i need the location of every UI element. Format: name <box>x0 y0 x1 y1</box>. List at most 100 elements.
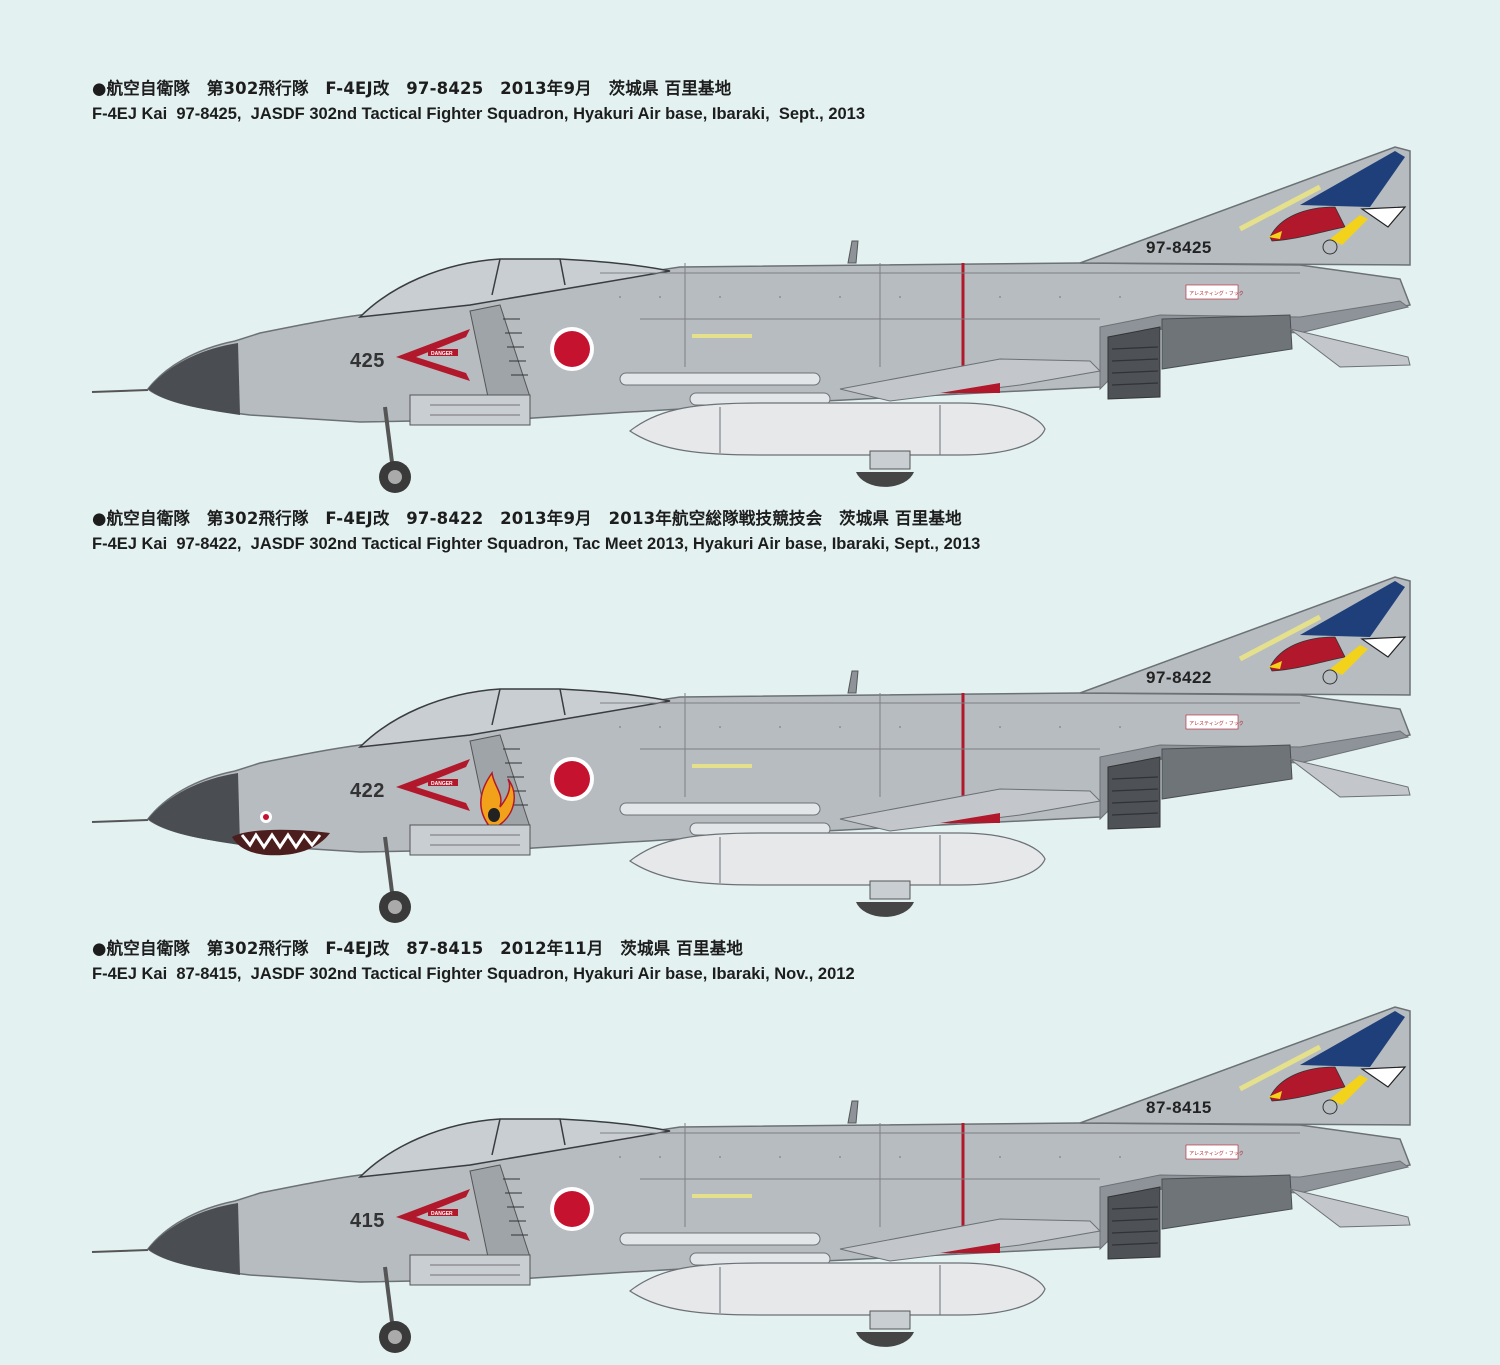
main-gear-door <box>869 450 911 470</box>
yellow-walkway-stripe <box>692 764 752 768</box>
arresting-hook-stencil <box>1185 284 1239 300</box>
tail-serial: 97-8425 <box>1146 238 1212 257</box>
wing-red-marking <box>940 813 1000 823</box>
tail-blue-stripe <box>1300 151 1405 207</box>
red-chevron <box>396 759 470 811</box>
f4ej-side-profile: 97-8422 アレスティング・フック 4 <box>91 576 1412 923</box>
intake-louvres <box>503 748 528 806</box>
caption-japanese: ●航空自衛隊 第302飛行隊 F-4EJ改 97-8425 2013年9月 茨城… <box>92 79 732 98</box>
drop-tank <box>628 832 1046 886</box>
arresting-hook-stencil <box>1185 1144 1239 1160</box>
weapon-pylon <box>409 394 531 426</box>
yellow-walkway-stripe <box>692 1194 752 1198</box>
wing-red-marking <box>940 383 1000 393</box>
nose-gear-strut <box>383 1266 394 1323</box>
arresting-hook-label: アレスティング・フック <box>1189 1150 1244 1157</box>
drop-tank <box>628 1262 1046 1316</box>
danger-label: DANGER <box>431 1211 453 1217</box>
wing-red-marking <box>940 1243 1000 1253</box>
danger-placard <box>428 1209 458 1216</box>
danger-label: DANGER <box>431 351 453 357</box>
exhaust-lines <box>1111 776 1159 816</box>
nose-modex: 425 <box>350 350 385 372</box>
intake-louvres <box>503 318 528 376</box>
hinomaru <box>554 761 590 797</box>
radome <box>148 773 240 845</box>
main-gear-wheel <box>856 472 914 487</box>
tail-yellow-bar <box>1238 614 1322 662</box>
tail-blue-stripe <box>1300 581 1405 637</box>
tail-yellow-stripe <box>1330 215 1368 245</box>
arresting-hook-stencil <box>1185 714 1239 730</box>
main-gear-door <box>869 1310 911 1330</box>
fire-emblem <box>480 771 515 828</box>
antenna <box>847 240 859 264</box>
weapon-pylon <box>409 1254 531 1286</box>
tail-serial: 87-8415 <box>1146 1098 1212 1117</box>
tail-yellow-stripe <box>1330 645 1368 675</box>
engine-exhaust <box>1107 1186 1161 1260</box>
main-gear-door <box>869 880 911 900</box>
caption-english: F-4EJ Kai 87-8415, JASDF 302nd Tactical … <box>92 965 855 983</box>
caption-block: ●航空自衛隊 第302飛行隊 F-4EJ改 97-8422 2013年9月 20… <box>92 505 980 554</box>
tail-yellow-bar <box>1238 184 1322 232</box>
pitot-probe <box>91 1249 149 1253</box>
nose-gear-strut <box>383 406 394 463</box>
stabilator <box>1289 758 1411 798</box>
danger-label: DANGER <box>431 781 453 787</box>
main-gear-wheel <box>856 902 914 917</box>
pitot-probe <box>91 819 149 823</box>
rear-engine-panel <box>1161 314 1293 370</box>
nose-modex: 415 <box>350 1210 385 1232</box>
tail-yellow-stripe <box>1330 1075 1368 1105</box>
f4ej-side-profile: 87-8415 アレスティング・フック 4 <box>91 1006 1412 1353</box>
intake-louvres <box>503 1178 528 1236</box>
aircraft-profile: ●航空自衛隊 第302飛行隊 F-4EJ改 97-8422 2013年9月 20… <box>0 505 1500 935</box>
vertical-fin <box>1079 576 1411 696</box>
caption-japanese: ●航空自衛隊 第302飛行隊 F-4EJ改 97-8422 2013年9月 20… <box>92 509 962 528</box>
nose-modex: 422 <box>350 780 385 802</box>
aircraft-profile: ●航空自衛隊 第302飛行隊 F-4EJ改 87-8415 2012年11月 茨… <box>0 935 1500 1365</box>
tail-yellow-bar <box>1238 1044 1322 1092</box>
vertical-fin <box>1079 1006 1411 1126</box>
caption-block: ●航空自衛隊 第302飛行隊 F-4EJ改 87-8415 2012年11月 茨… <box>92 935 855 984</box>
f4ej-side-profile: 97-8425 アレスティング・フック 4 <box>91 146 1412 493</box>
tail-white-chevron <box>1360 636 1407 658</box>
radome <box>148 1203 240 1275</box>
vertical-fin <box>1079 146 1411 266</box>
antenna <box>847 1100 859 1124</box>
radome <box>148 343 240 415</box>
rivets <box>619 726 1121 728</box>
missile <box>619 802 821 816</box>
rivets <box>619 296 1121 298</box>
stabilator <box>1289 328 1411 368</box>
caption-block: ●航空自衛隊 第302飛行隊 F-4EJ改 97-8425 2013年9月 茨城… <box>92 75 865 124</box>
wing <box>839 1218 1102 1262</box>
weapon-pylon <box>409 824 531 856</box>
danger-placard <box>428 779 458 786</box>
exhaust-lines <box>1111 346 1159 386</box>
caption-english: F-4EJ Kai 97-8425, JASDF 302nd Tactical … <box>92 105 866 123</box>
nose-gear-strut <box>383 836 394 893</box>
rear-engine-panel <box>1161 744 1293 800</box>
red-chevron <box>396 329 470 381</box>
rivets <box>619 1156 1121 1158</box>
tail-serial: 97-8422 <box>1146 668 1212 687</box>
tail-roundel <box>1322 669 1338 685</box>
engine-exhaust <box>1107 756 1161 830</box>
missile <box>619 1232 821 1246</box>
yellow-walkway-stripe <box>692 334 752 338</box>
tail-white-chevron <box>1360 206 1407 228</box>
tail-roundel <box>1322 1099 1338 1115</box>
engine-exhaust <box>1107 326 1161 400</box>
aircraft-profile: ●航空自衛隊 第302飛行隊 F-4EJ改 97-8425 2013年9月 茨城… <box>0 75 1500 505</box>
shark-mouth <box>232 811 330 856</box>
tail-roundel <box>1322 239 1338 255</box>
arresting-hook-label: アレスティング・フック <box>1189 290 1244 297</box>
danger-placard <box>428 349 458 356</box>
main-gear-wheel <box>856 1332 914 1347</box>
pitot-probe <box>91 389 149 393</box>
caption-japanese: ●航空自衛隊 第302飛行隊 F-4EJ改 87-8415 2012年11月 茨… <box>92 939 744 958</box>
stabilator <box>1289 1188 1411 1228</box>
antenna <box>847 670 859 694</box>
